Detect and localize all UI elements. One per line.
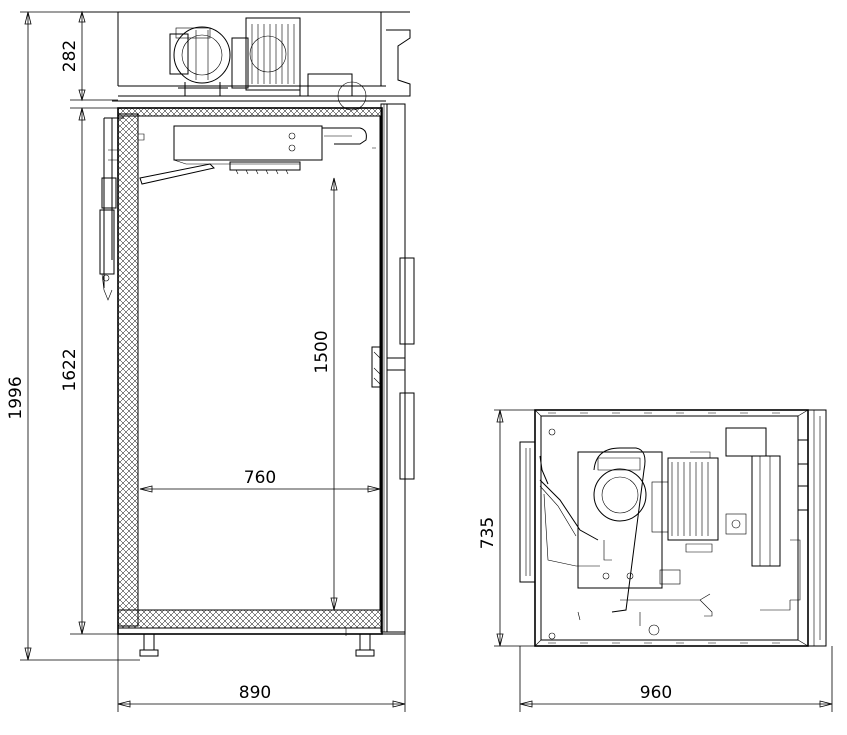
top-compressor	[577, 447, 681, 613]
side-view	[99, 11, 415, 657]
top-view	[519, 409, 827, 647]
left-controls	[99, 117, 124, 301]
dim-outer-width: 890	[239, 683, 271, 703]
top-condenser	[651, 451, 719, 553]
dim-overall-height: 1996	[6, 376, 26, 419]
condenser-unit	[231, 17, 301, 97]
side-dimensions: 1996 282 1622 1500 760 890	[6, 10, 406, 712]
cabinet-body	[117, 103, 415, 657]
dim-cabinet-height: 1622	[60, 348, 80, 391]
dim-top-view-depth: 735	[478, 517, 498, 549]
compressor	[169, 26, 231, 96]
evaporator	[139, 125, 367, 185]
control-box	[307, 73, 370, 111]
top-compartment	[112, 11, 411, 102]
dim-inner-height: 1500	[312, 330, 332, 373]
dim-inner-width: 760	[244, 468, 276, 488]
top-dimensions: 735 960	[478, 409, 833, 712]
dim-top-unit-height: 282	[60, 40, 80, 72]
dim-top-view-width: 960	[640, 683, 672, 703]
top-control-box	[725, 427, 781, 567]
